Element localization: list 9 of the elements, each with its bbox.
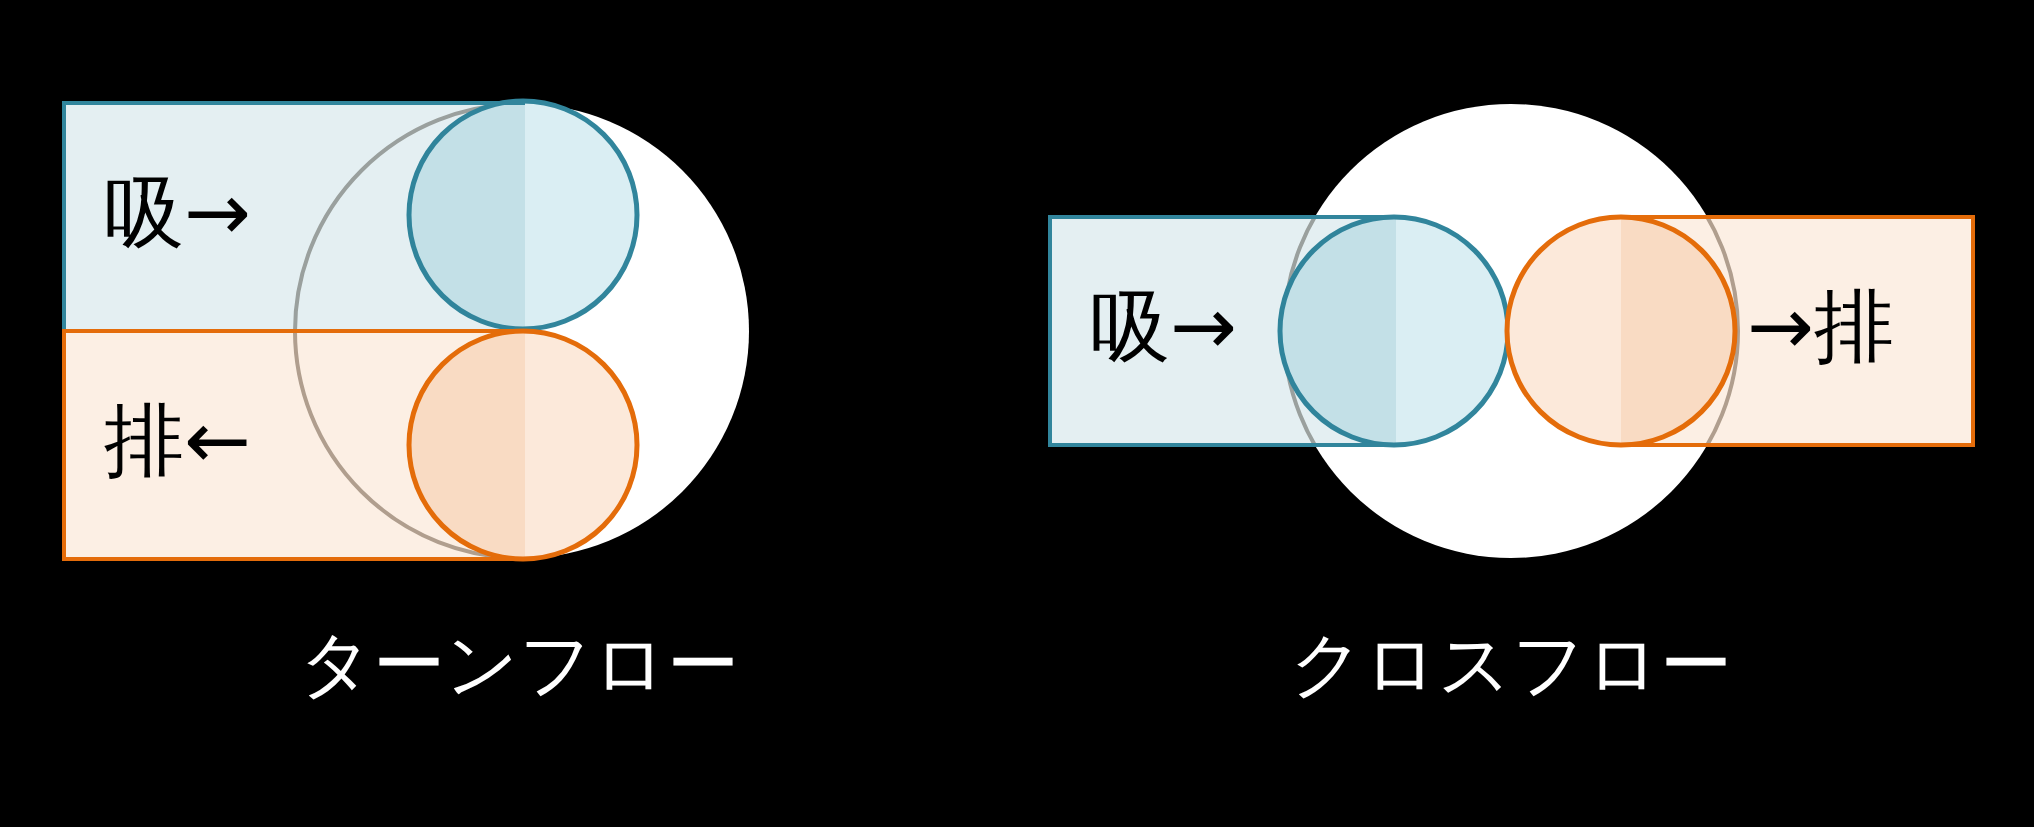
flow-box <box>1621 215 1975 447</box>
caption: ターンフロー <box>299 628 739 700</box>
flow-label: 排← <box>104 401 252 481</box>
flow-box <box>1048 215 1396 447</box>
flow-label: 吸→ <box>104 173 252 253</box>
flow-box <box>62 329 525 561</box>
caption: クロスフロー <box>1290 628 1732 700</box>
flow-label: →排 <box>1747 287 1895 367</box>
flow-label: 吸→ <box>1090 287 1238 367</box>
